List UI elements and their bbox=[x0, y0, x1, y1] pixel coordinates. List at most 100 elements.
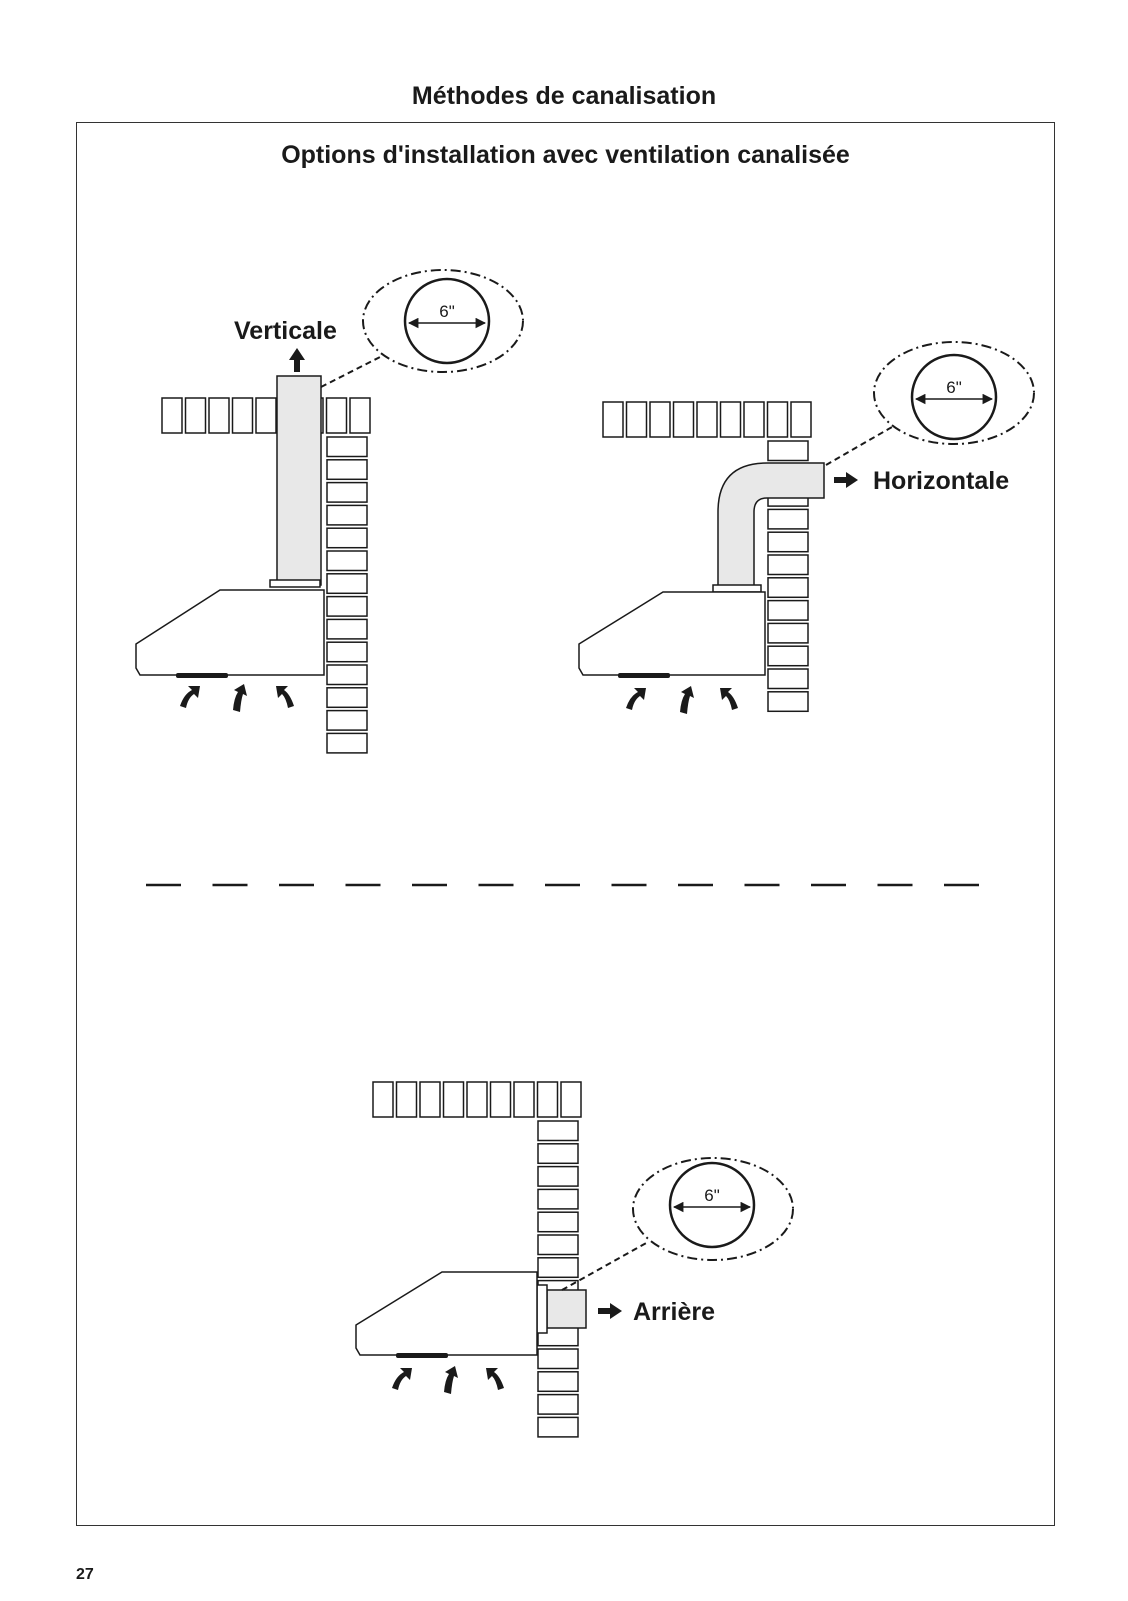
ceiling-brick bbox=[231, 397, 254, 434]
wall-brick bbox=[767, 531, 809, 553]
intake-arrows bbox=[180, 684, 294, 712]
ceiling-brick bbox=[625, 401, 648, 438]
wall-brick bbox=[767, 577, 809, 599]
ceiling-brick bbox=[513, 1081, 535, 1118]
ceiling-brick bbox=[161, 397, 183, 434]
ceiling-brick bbox=[649, 401, 671, 438]
ceiling-bricks bbox=[161, 397, 371, 434]
ceiling-brick bbox=[766, 401, 789, 438]
wall-brick bbox=[326, 550, 368, 572]
rear-duct bbox=[546, 1289, 587, 1329]
wall-brick bbox=[326, 641, 368, 663]
vertical-installation: 6" Verticale bbox=[135, 269, 524, 754]
horizontal-installation: 6" Horizontale bbox=[578, 341, 1035, 714]
ceiling-brick bbox=[719, 401, 742, 438]
wall-brick bbox=[326, 732, 368, 754]
installation-label-rear: Arrière bbox=[633, 1298, 715, 1326]
box-title: Options d'installation avec ventilation … bbox=[281, 141, 850, 169]
wall-brick bbox=[326, 595, 368, 617]
wall-brick bbox=[537, 1234, 579, 1256]
wall-brick bbox=[767, 599, 809, 621]
intake-arrows bbox=[392, 1366, 504, 1394]
intake-arrows bbox=[626, 686, 738, 714]
hood-light bbox=[618, 673, 670, 678]
wall-brick bbox=[537, 1348, 579, 1370]
wall-brick bbox=[326, 481, 368, 503]
wall-brick bbox=[537, 1211, 579, 1233]
wall-brick bbox=[326, 527, 368, 549]
duct-collar bbox=[536, 1284, 548, 1334]
wall-brick bbox=[537, 1120, 579, 1142]
hood-light bbox=[396, 1353, 448, 1358]
duct-size-callout: 6" bbox=[320, 269, 524, 388]
ceiling-bricks bbox=[602, 401, 812, 438]
ceiling-brick bbox=[184, 397, 207, 434]
wall-brick bbox=[326, 687, 368, 709]
ceiling-brick bbox=[672, 401, 695, 438]
ceiling-bricks bbox=[372, 1081, 582, 1118]
ceiling-brick bbox=[790, 401, 812, 438]
ceiling-brick bbox=[536, 1081, 559, 1118]
ceiling-brick bbox=[560, 1081, 582, 1118]
duct-collar bbox=[269, 579, 321, 588]
wall-brick bbox=[537, 1188, 579, 1210]
wall-brick bbox=[767, 668, 809, 690]
wall-bricks bbox=[326, 436, 368, 754]
ceiling-brick bbox=[372, 1081, 394, 1118]
duct-size-label: 6" bbox=[439, 302, 455, 321]
wall-brick bbox=[326, 459, 368, 481]
range-hood bbox=[355, 1271, 538, 1356]
ceiling-brick bbox=[349, 397, 371, 434]
wall-brick bbox=[767, 508, 809, 530]
wall-brick bbox=[326, 573, 368, 595]
elbow-duct bbox=[717, 462, 825, 591]
ceiling-brick bbox=[489, 1081, 512, 1118]
wall-brick bbox=[326, 436, 368, 458]
rear-installation: 6" Arrière bbox=[355, 1081, 794, 1438]
wall-brick bbox=[767, 440, 809, 462]
ceiling-brick bbox=[442, 1081, 465, 1118]
wall-brick bbox=[537, 1393, 579, 1415]
duct-collar bbox=[712, 584, 762, 593]
exhaust-arrow bbox=[289, 348, 305, 372]
ceiling-brick bbox=[255, 397, 277, 434]
duct-size-callout: 6" bbox=[561, 1157, 794, 1291]
page-title: Méthodes de canalisation bbox=[411, 82, 717, 110]
exhaust-arrow bbox=[834, 472, 858, 488]
installation-label-horizontal: Horizontale bbox=[873, 467, 1009, 495]
diagram-frame bbox=[76, 122, 1055, 1526]
duct-size-callout: 6" bbox=[825, 341, 1035, 466]
page-number: 27 bbox=[76, 1566, 94, 1583]
exhaust-arrow bbox=[598, 1303, 622, 1319]
vertical-duct bbox=[276, 375, 322, 586]
ceiling-brick bbox=[325, 397, 348, 434]
duct-size-label: 6" bbox=[946, 378, 962, 397]
wall-brick bbox=[326, 664, 368, 686]
ceiling-brick bbox=[466, 1081, 488, 1118]
hood-light bbox=[176, 673, 228, 678]
installation-label-vertical: Verticale bbox=[234, 317, 337, 345]
wall-brick bbox=[326, 618, 368, 640]
ceiling-brick bbox=[395, 1081, 418, 1118]
range-hood bbox=[578, 591, 766, 676]
wall-brick bbox=[537, 1143, 579, 1165]
wall-brick bbox=[537, 1416, 579, 1438]
wall-bricks bbox=[537, 1120, 579, 1438]
range-hood bbox=[135, 589, 325, 676]
wall-brick bbox=[537, 1165, 579, 1187]
wall-brick bbox=[767, 645, 809, 667]
ceiling-brick bbox=[696, 401, 718, 438]
wall-brick bbox=[326, 504, 368, 526]
duct-size-label: 6" bbox=[704, 1186, 720, 1205]
ceiling-brick bbox=[419, 1081, 441, 1118]
wall-brick bbox=[537, 1257, 579, 1279]
wall-brick bbox=[537, 1371, 579, 1393]
wall-brick bbox=[767, 554, 809, 576]
wall-brick bbox=[767, 691, 809, 713]
wall-brick bbox=[767, 622, 809, 644]
wall-brick bbox=[326, 709, 368, 731]
ceiling-brick bbox=[208, 397, 230, 434]
ceiling-brick bbox=[743, 401, 765, 438]
ceiling-brick bbox=[602, 401, 624, 438]
